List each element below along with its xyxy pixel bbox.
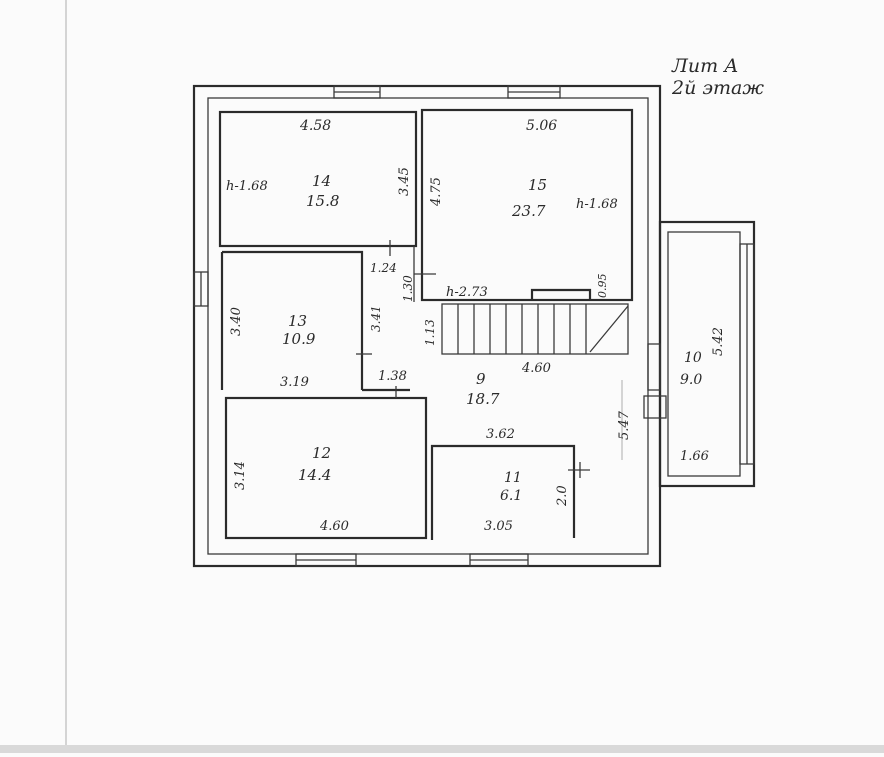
room-12: 12 14.4 4.60 3.14 [233,444,349,534]
room-11-area: 6.1 [500,488,522,504]
outer-right-dimension: 5.47 [617,410,632,440]
room-15-area: 23.7 [511,202,546,220]
room-10-area: 9.0 [680,372,702,388]
room-15-height: 4.75 [429,177,444,207]
room-13-area: 10.9 [282,330,316,348]
room-9-dim-e: 4.60 [521,361,551,376]
room-12-area: 14.4 [298,466,331,484]
room-9-dim-a: 1.24 [370,261,397,275]
room-14: 4.58 14 15.8 h-1.68 3.45 [226,118,412,210]
room-12-width: 4.60 [319,519,349,534]
header-line2: 2й этаж [671,77,764,99]
header-line1: Лит А [671,55,739,77]
room-9-dim-g: 0.95 [596,274,609,299]
outer-wall [192,84,662,568]
room-14-ceiling: h-1.68 [226,179,268,194]
room-11-number: 11 [504,470,522,486]
room-9-number: 9 [476,370,486,388]
room-15-number: 15 [528,176,547,194]
room-14-area: 15.8 [306,192,339,210]
room-9-area: 18.7 [466,390,500,408]
room-15-width: 5.06 [526,118,557,134]
room-10-height: 5.42 [711,327,726,356]
room-12-height: 3.14 [233,461,248,490]
room-11-height: 2.0 [555,485,570,507]
room-15: 5.06 15 23.7 h-1.68 4.75 [429,118,618,220]
staircase [441,288,629,355]
room-10-width: 1.66 [680,449,709,464]
room-9-dim-d: 1.38 [378,369,407,384]
room-10: 10 9.0 1.66 5.42 [680,327,726,464]
room-9: 1.24 1.30 1.13 h-2.73 0.95 4.60 1.38 9 1… [370,261,609,442]
room-14-height: 3.45 [397,167,412,196]
room-9-dim-b: 1.30 [401,275,415,302]
room-14-width: 4.58 [299,118,331,134]
room-10-number: 10 [684,350,702,366]
room-13: 13 10.9 3.19 3.40 3.41 [229,305,383,390]
room-15-ceiling: h-1.68 [576,197,618,212]
room-14-number: 14 [312,172,331,190]
room-9-dim-c: 1.13 [423,319,437,346]
room-13-side: 3.41 [369,305,383,332]
sheet-header: Лит А 2й этаж [671,55,764,99]
room-13-width: 3.19 [280,375,309,390]
room-13-number: 13 [288,312,307,330]
page-bottom-edge [0,745,884,753]
room-13-height: 3.40 [229,307,244,336]
room-9-ceiling: h-2.73 [446,285,488,300]
room-12-number: 12 [312,444,331,462]
room-11: 11 6.1 3.05 2.0 [484,470,570,534]
dimension-ticks [356,240,623,478]
room-11-width: 3.05 [484,519,513,534]
room-9-dim-f: 3.62 [486,427,515,442]
annex [643,220,756,488]
interior-walls [218,108,634,540]
